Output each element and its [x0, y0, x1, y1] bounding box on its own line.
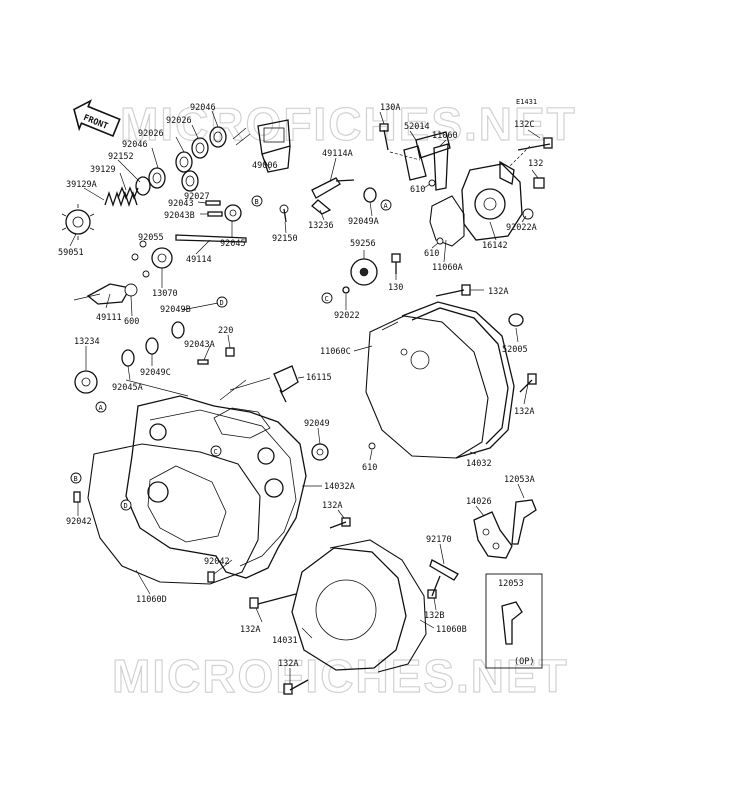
label-610-a: 610: [410, 185, 425, 195]
label-610-b: 610: [424, 249, 439, 259]
svg-text:B: B: [255, 198, 259, 206]
callout-d-upper: D: [216, 296, 228, 308]
label-12053a: 12053A: [504, 475, 535, 485]
part-labels: 92046 92026 92026 92046 92152 39129 3912…: [58, 103, 543, 669]
label-52005: 52005: [502, 345, 528, 355]
svg-text:C: C: [325, 295, 329, 303]
label-49114a: 49114A: [322, 149, 353, 159]
label-92022: 92022: [334, 311, 360, 321]
label-92049b: 92049B: [160, 305, 191, 315]
watermark-bottom: MICROFICHES.NET: [112, 650, 569, 702]
lever-parts-group: [427, 499, 537, 599]
svg-text:C: C: [214, 448, 218, 456]
label-132c: 132C: [514, 120, 534, 130]
label-14032: 14032: [466, 459, 492, 469]
water-pump-cover-group: [379, 123, 553, 247]
label-11060a: 11060A: [432, 263, 463, 273]
callout-c-upper: C: [321, 292, 333, 304]
label-92043: 92043: [168, 199, 194, 209]
generator-cover-group: [249, 539, 427, 695]
label-13236: 13236: [308, 221, 334, 231]
label-11060: 11060: [432, 131, 458, 141]
label-92049c: 92049C: [140, 368, 171, 378]
label-16142: 16142: [482, 241, 508, 251]
label-92022a: 92022A: [506, 223, 537, 233]
label-132a-3: 132A: [322, 501, 342, 511]
callout-b-lower: B: [70, 472, 82, 484]
label-92170: 92170: [426, 535, 452, 545]
figure-code: E1431: [516, 98, 537, 106]
label-49006: 49006: [252, 161, 278, 171]
svg-text:A: A: [99, 404, 104, 412]
front-arrow-icon: FRONT: [73, 99, 121, 138]
label-14031: 14031: [272, 636, 298, 646]
label-92045a: 92045A: [112, 383, 143, 393]
label-49114: 49114: [186, 255, 212, 265]
label-92049a: 92049A: [348, 217, 379, 227]
label-92042-b: 92042: [204, 557, 230, 567]
label-14026: 14026: [466, 497, 492, 507]
callout-d-lower: D: [120, 499, 132, 511]
label-92026-a: 92026: [166, 116, 192, 126]
label-92042-a: 92042: [66, 517, 92, 527]
svg-text:D: D: [124, 502, 128, 510]
label-59051: 59051: [58, 248, 84, 258]
option-box: 12053 (OP): [485, 573, 543, 669]
label-92043b: 92043B: [164, 211, 195, 221]
label-13234: 13234: [74, 337, 100, 347]
label-92055: 92055: [138, 233, 164, 243]
leader-lines: [69, 110, 541, 684]
label-59256: 59256: [350, 239, 376, 249]
crankcase-cover-group: [73, 321, 351, 585]
label-600: 600: [124, 317, 139, 327]
label-132a-2: 132A: [514, 407, 534, 417]
label-130a: 130A: [380, 103, 400, 113]
label-132b: 132B: [424, 611, 444, 621]
label-220: 220: [218, 326, 233, 336]
label-92027: 92027: [184, 192, 210, 202]
svg-text:A: A: [384, 202, 389, 210]
label-132: 132: [528, 159, 543, 169]
label-52014: 52014: [404, 122, 430, 132]
watermark-top: MICROFICHES.NET: [120, 98, 577, 150]
label-132a-5: 132A: [278, 659, 298, 669]
label-11060d: 11060D: [136, 595, 167, 605]
label-16115: 16115: [306, 373, 332, 383]
svg-text:B: B: [74, 475, 78, 483]
svg-text:D: D: [220, 299, 224, 307]
callout-b-upper: B: [251, 195, 263, 207]
callout-a-lower: A: [95, 401, 107, 413]
label-39129: 39129: [90, 165, 116, 175]
label-13070: 13070: [152, 289, 178, 299]
svg-text:12053: 12053: [498, 579, 524, 589]
label-92150: 92150: [272, 234, 298, 244]
label-39129a: 39129A: [66, 180, 97, 190]
label-130: 130: [388, 283, 403, 293]
label-14032a: 14032A: [324, 482, 355, 492]
label-92043a: 92043A: [184, 340, 215, 350]
label-132a-4: 132A: [240, 625, 260, 635]
callout-c-lower: C: [210, 445, 222, 457]
label-92046-a: 92046: [190, 103, 216, 113]
label-11060b: 11060B: [436, 625, 467, 635]
label-92049: 92049: [304, 419, 330, 429]
label-49111: 49111: [96, 313, 122, 323]
label-132a-1: 132A: [488, 287, 508, 297]
label-92026-b: 92026: [138, 129, 164, 139]
label-92045: 92045: [220, 239, 246, 249]
label-610-c: 610: [362, 463, 377, 473]
clutch-cover-group: [365, 284, 537, 459]
label-11060c: 11060C: [320, 347, 351, 357]
svg-text:(OP): (OP): [514, 657, 534, 667]
label-92046-b: 92046: [122, 140, 148, 150]
label-92152: 92152: [108, 152, 134, 162]
callout-a-upper: A: [380, 199, 392, 211]
